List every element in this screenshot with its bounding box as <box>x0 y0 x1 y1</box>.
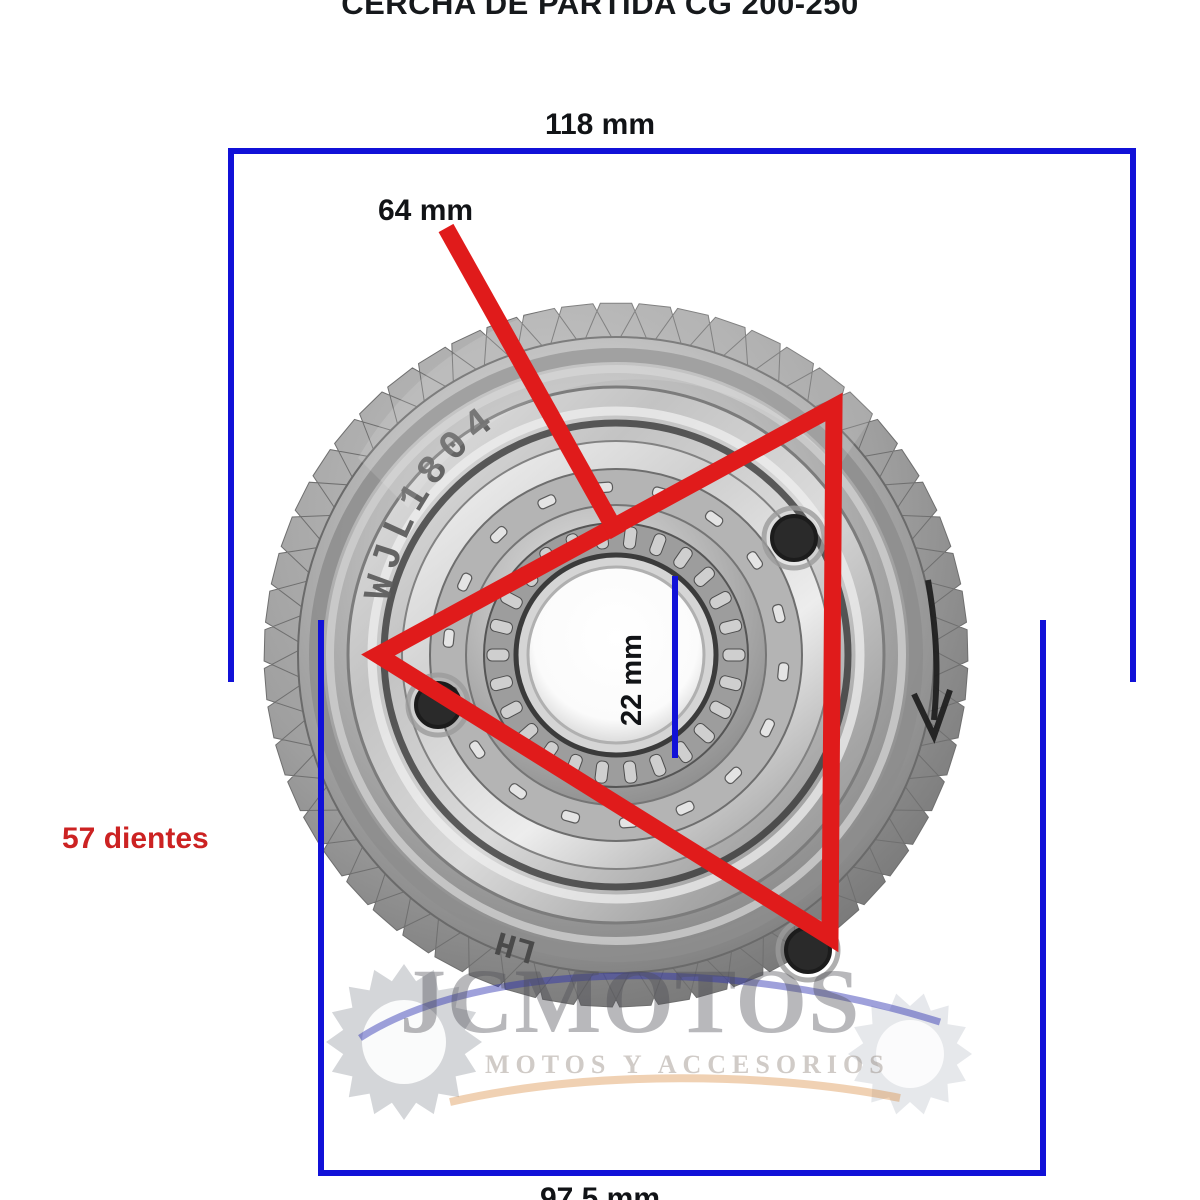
dimension-line-inner-bottom <box>318 1170 1046 1176</box>
label-inner-diameter: 97.5 mm <box>539 1182 661 1200</box>
dimension-line-outer-top <box>228 148 1136 154</box>
label-teeth-count: 57 dientes <box>62 822 209 855</box>
label-outer-diameter: 118 mm <box>544 108 656 141</box>
rotation-arrow-icon <box>911 579 953 744</box>
dimension-line-outer-right <box>1130 148 1136 682</box>
label-bore-diameter: 22 mm <box>616 634 648 726</box>
dimension-line-inner-right <box>1040 620 1046 1176</box>
dimension-line-bore <box>672 576 678 758</box>
page-title: CERCHA DE PARTIDA CG 200-250 <box>341 0 859 21</box>
dimension-line-inner-left <box>318 620 324 1176</box>
dimension-line-outer-left <box>228 148 234 682</box>
label-bolt-circle: 64 mm <box>378 194 474 227</box>
